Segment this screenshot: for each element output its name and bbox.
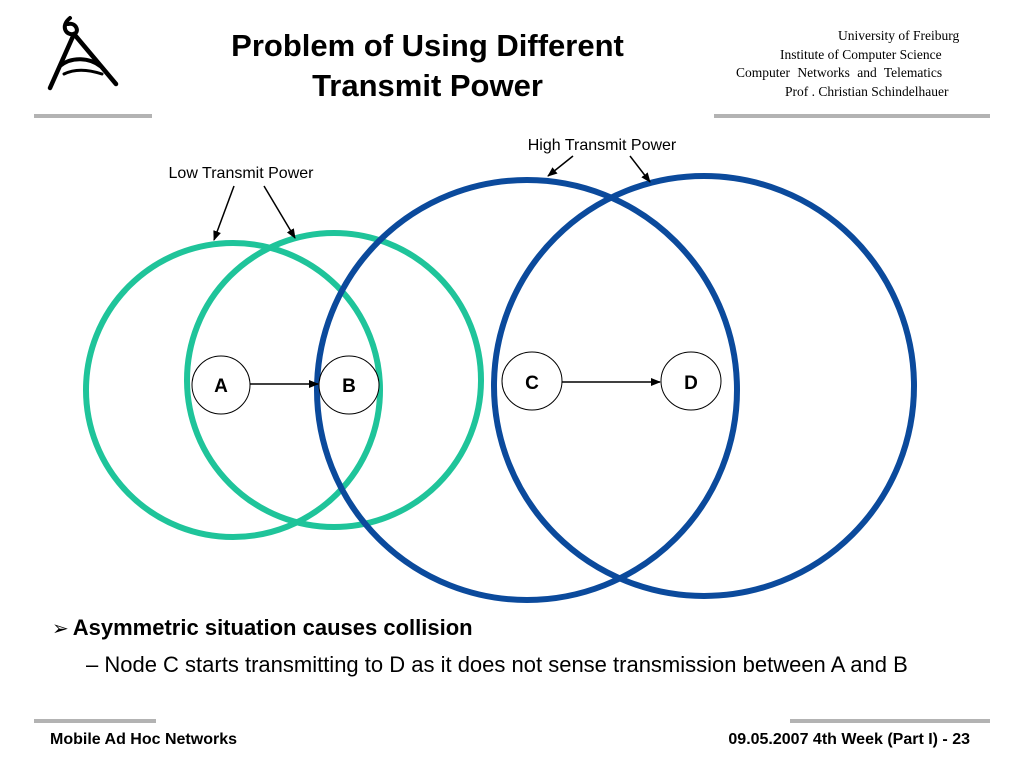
low-power-range-circle-b	[184, 230, 484, 530]
node-d: D	[660, 351, 722, 411]
institution-university: University of Freiburg	[838, 28, 960, 43]
high-power-range-circle-d	[491, 173, 917, 599]
slide-title-line-1: Problem of Using Different	[231, 28, 624, 63]
node-c-label: C	[525, 373, 539, 394]
node-a-label: A	[214, 376, 228, 397]
slide-title-line-2: Transmit Power	[312, 68, 543, 103]
low-power-label: Low Transmit Power	[169, 165, 315, 182]
bullet-main: ➢Asymmetric situation causes collision	[52, 612, 992, 645]
low-power-pointer-arrow-a	[213, 185, 235, 241]
node-b-label: B	[342, 376, 356, 397]
high-power-pointer-arrow-c	[547, 155, 574, 177]
slide-title: Problem of Using Different Transmit Powe…	[180, 26, 675, 106]
low-power-pointer-arrow-b	[263, 185, 296, 239]
low-power-range-circle-a	[83, 240, 383, 540]
node-d-label: D	[684, 373, 698, 394]
header-rule-right	[714, 114, 990, 118]
node-b: B	[318, 355, 380, 415]
bullet-main-text: Asymmetric situation causes collision	[72, 615, 473, 640]
institution-department: Computer Networks and Telematics	[736, 65, 943, 80]
university-logo	[47, 16, 119, 91]
high-power-range-circle-c	[314, 177, 740, 603]
footer-course-name: Mobile Ad Hoc Networks	[50, 731, 237, 748]
institution-block: University of Freiburg Institute of Comp…	[700, 27, 1010, 101]
high-power-label: High Transmit Power	[528, 137, 677, 154]
footer-rule-left	[34, 719, 156, 723]
bullet-arrow-icon: ➢	[52, 618, 69, 640]
institution-institute: Institute of Computer Science	[780, 46, 942, 62]
bullet-sub: – Node C starts transmitting to D as it …	[86, 652, 908, 677]
footer-rule-right	[790, 719, 990, 723]
node-a: A	[191, 355, 251, 415]
header-rule-left	[34, 114, 152, 118]
high-power-pointer-arrow-d	[629, 155, 651, 183]
institution-professor: Prof . Christian Schindelhauer	[785, 83, 949, 99]
node-c: C	[501, 351, 563, 411]
footer-date-page: 09.05.2007 4th Week (Part I) - 23	[728, 731, 970, 748]
bullet-list: ➢Asymmetric situation causes collision –…	[52, 612, 992, 680]
